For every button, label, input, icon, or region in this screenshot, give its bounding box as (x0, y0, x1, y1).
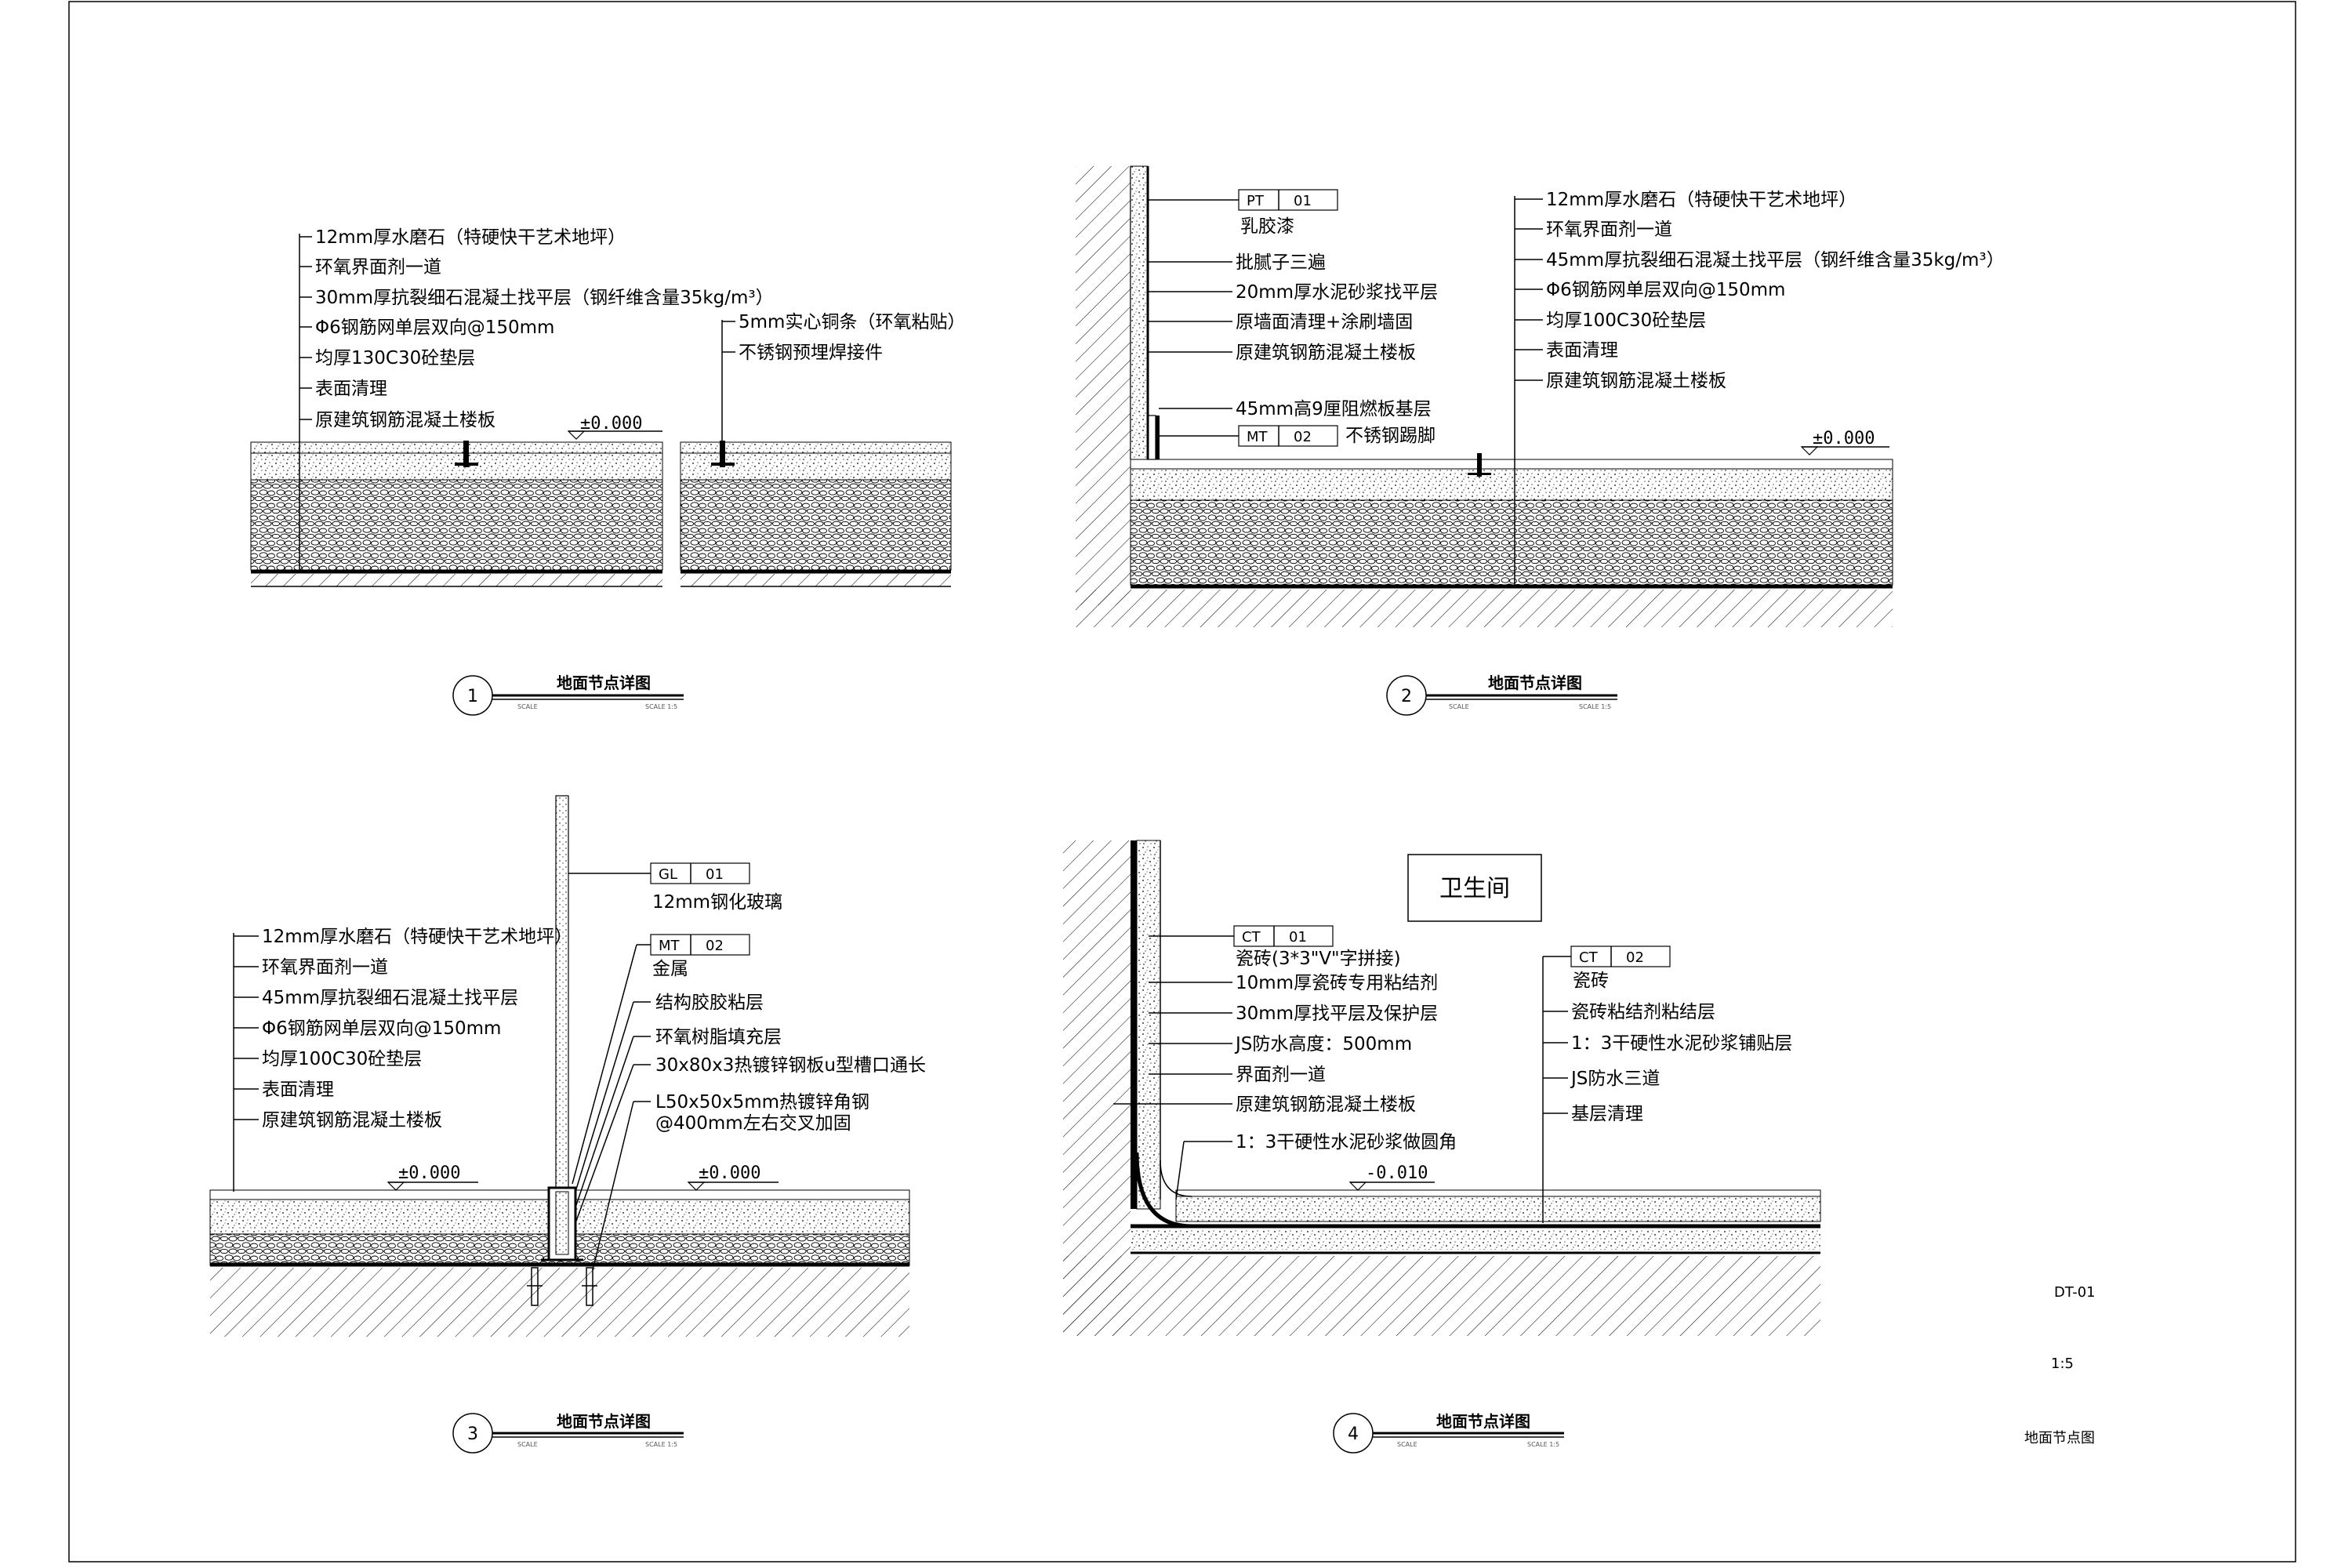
d3-gl-text: 12mm钢化玻璃 (652, 892, 782, 913)
d2-title: 地面节点详图 (1488, 673, 1582, 692)
d2-pt-code: PT (1247, 193, 1265, 209)
d4-floor-layer-4: 基层清理 (1571, 1104, 1643, 1124)
d1-scale-left: SCALE (517, 703, 538, 710)
d4-ct2-code: CT (1579, 949, 1599, 966)
d1-layer-4: Φ6钢筋网单层双向@150mm (315, 318, 554, 338)
d3-title: 地面节点详图 (557, 1412, 651, 1431)
d1-layer-1: 12mm厚水磨石（特硬快干艺术地坪） (315, 227, 626, 248)
detail-3: GL 01 12mm钢化玻璃 MT 02 金属 结构胶胶粘层 环氧树脂填充层 3… (209, 795, 926, 1454)
d4-ct2-text: 瓷砖 (1573, 971, 1609, 991)
d3-scale-right: SCALE 1:5 (645, 1441, 677, 1448)
d3-floor-layer-3: 45mm厚抗裂细石混凝土找平层 (262, 988, 518, 1008)
d1-title: 地面节点详图 (557, 673, 651, 692)
d2-floor-layer-6: 表面清理 (1546, 340, 1618, 361)
sheet-scale: 1:5 (2051, 1356, 2074, 1372)
d1-layer-5: 均厚130C30砼垫层 (315, 348, 475, 368)
d2-floor-layer-4: Φ6钢筋网单层双向@150mm (1546, 280, 1785, 300)
d3-floor-layer-5: 均厚100C30砼垫层 (262, 1049, 422, 1069)
d4-title: 地面节点详图 (1436, 1412, 1530, 1431)
d3-mt-no: 02 (706, 938, 724, 954)
d3-level-left: ±0.000 (398, 1163, 460, 1183)
d4-ct2-no: 02 (1626, 949, 1644, 966)
d4-scale-left: SCALE (1397, 1441, 1417, 1448)
d3-glass-note-4: L50x50x5mm热镀锌角钢 (655, 1092, 869, 1112)
d3-glass-note-5: @400mm左右交叉加固 (655, 1113, 851, 1134)
d2-scale-left: SCALE (1449, 703, 1469, 710)
d3-mt-text: 金属 (652, 959, 688, 979)
d2-mt-no: 02 (1294, 429, 1312, 445)
d4-ct1-text: 瓷砖(3*3"V"字拼接) (1236, 949, 1401, 969)
d2-floor-layer-2: 环氧界面剂一道 (1546, 220, 1672, 240)
d4-wall-layer-1: 10mm厚瓷砖专用粘结剂 (1236, 973, 1438, 993)
d4-number: 4 (1348, 1425, 1359, 1444)
d4-wall-layer-6: 1：3干硬性水泥砂浆做圆角 (1236, 1132, 1457, 1152)
d3-gl-code: GL (659, 866, 677, 883)
d1-layer-7: 原建筑钢筋混凝土楼板 (315, 410, 495, 430)
d4-floor-layer-2: 1：3干硬性水泥砂浆铺贴层 (1571, 1033, 1792, 1054)
d4-floor-layer-3: JS防水三道 (1570, 1069, 1660, 1089)
sheet-code: DT-01 (2054, 1284, 2096, 1301)
d2-wall-layer-3: 原墙面清理+涂刷墙固 (1236, 312, 1413, 332)
d4-wall-layer-4: 界面剂一道 (1236, 1065, 1326, 1085)
d3-floor-layer-6: 表面清理 (262, 1080, 334, 1100)
d2-mt-text: 不锈钢踢脚 (1345, 426, 1436, 446)
d4-room-label: 卫生间 (1439, 875, 1510, 902)
d3-floor-layer-1: 12mm厚水磨石（特硬快干艺术地坪） (262, 927, 572, 947)
d2-floor-layer-1: 12mm厚水磨石（特硬快干艺术地坪） (1546, 190, 1857, 210)
d2-mt-code: MT (1247, 429, 1269, 445)
d2-wall-layer-2: 20mm厚水泥砂浆找平层 (1236, 282, 1438, 303)
d3-number: 3 (467, 1425, 478, 1444)
d2-pt-no: 01 (1294, 193, 1312, 209)
d4-floor-layer-1: 瓷砖粘结剂粘结层 (1571, 1002, 1715, 1022)
d4-level: -0.010 (1366, 1163, 1428, 1183)
d2-wall-layer-1: 批腻子三遍 (1236, 252, 1326, 273)
d3-gl-no: 01 (706, 866, 724, 883)
sheet-name: 地面节点图 (2024, 1430, 2095, 1446)
d4-wall-layer-3: JS防水高度：500mm (1234, 1034, 1412, 1054)
d2-floor-layer-3: 45mm厚抗裂细石混凝土找平层（钢纤维含量35kg/m³） (1546, 250, 2005, 270)
sheet-border (68, 1, 2296, 1563)
d4-ct1-code: CT (1242, 929, 1261, 946)
d2-number: 2 (1401, 687, 1412, 706)
d1-layer-2: 环氧界面剂一道 (315, 257, 441, 278)
d1-strip-note-2: 不锈钢预埋焊接件 (739, 343, 883, 363)
d3-mt-code: MT (659, 938, 681, 954)
d2-floor-layer-7: 原建筑钢筋混凝土楼板 (1546, 371, 1726, 391)
d2-pt-text: 乳胶漆 (1240, 216, 1294, 237)
d4-wall-layer-2: 30mm厚找平层及保护层 (1236, 1004, 1438, 1024)
detail-1: 12mm厚水磨石（特硬快干艺术地坪） 环氧界面剂一道 30mm厚抗裂细石混凝土找… (250, 227, 965, 716)
d3-floor-layer-2: 环氧界面剂一道 (262, 957, 388, 978)
d1-scale-right: SCALE 1:5 (645, 703, 677, 710)
detail-4: 卫生间 CT 01 瓷砖(3*3"V"字拼接) 10mm厚瓷砖专用粘结剂 30m… (1063, 840, 1821, 1454)
d4-scale-right: SCALE 1:5 (1527, 1441, 1559, 1448)
d2-skirting-base: 45mm高9厘阻燃板基层 (1236, 399, 1432, 419)
d1-layer-3: 30mm厚抗裂细石混凝土找平层（钢纤维含量35kg/m³） (315, 288, 774, 308)
d3-floor-layer-7: 原建筑钢筋混凝土楼板 (262, 1110, 442, 1131)
d3-level-right: ±0.000 (699, 1163, 760, 1183)
d2-scale-right: SCALE 1:5 (1579, 703, 1611, 710)
d2-floor-layer-5: 均厚100C30砼垫层 (1546, 310, 1706, 331)
d2-wall-layer-4: 原建筑钢筋混凝土楼板 (1236, 343, 1416, 363)
d3-glass-note-3: 30x80x3热镀锌钢板u型槽口通长 (655, 1055, 926, 1076)
d1-number: 1 (467, 687, 478, 706)
d1-level: ±0.000 (580, 414, 642, 434)
detail-2: PT 01 乳胶漆 批腻子三遍 20mm厚水泥砂浆找平层 原墙面清理+涂刷墙固 … (1076, 165, 2005, 716)
d3-glass-note-1: 结构胶胶粘层 (655, 993, 764, 1013)
d4-ct1-no: 01 (1289, 929, 1307, 946)
d3-floor-layer-4: Φ6钢筋网单层双向@150mm (262, 1018, 501, 1039)
d4-wall-layer-5: 原建筑钢筋混凝土楼板 (1236, 1094, 1416, 1115)
d3-glass-note-2: 环氧树脂填充层 (655, 1027, 782, 1047)
d1-strip-note-1: 5mm实心铜条（环氧粘贴） (739, 312, 965, 332)
d2-level: ±0.000 (1813, 429, 1875, 448)
d1-layer-6: 表面清理 (315, 379, 387, 399)
d3-scale-left: SCALE (517, 1441, 538, 1448)
